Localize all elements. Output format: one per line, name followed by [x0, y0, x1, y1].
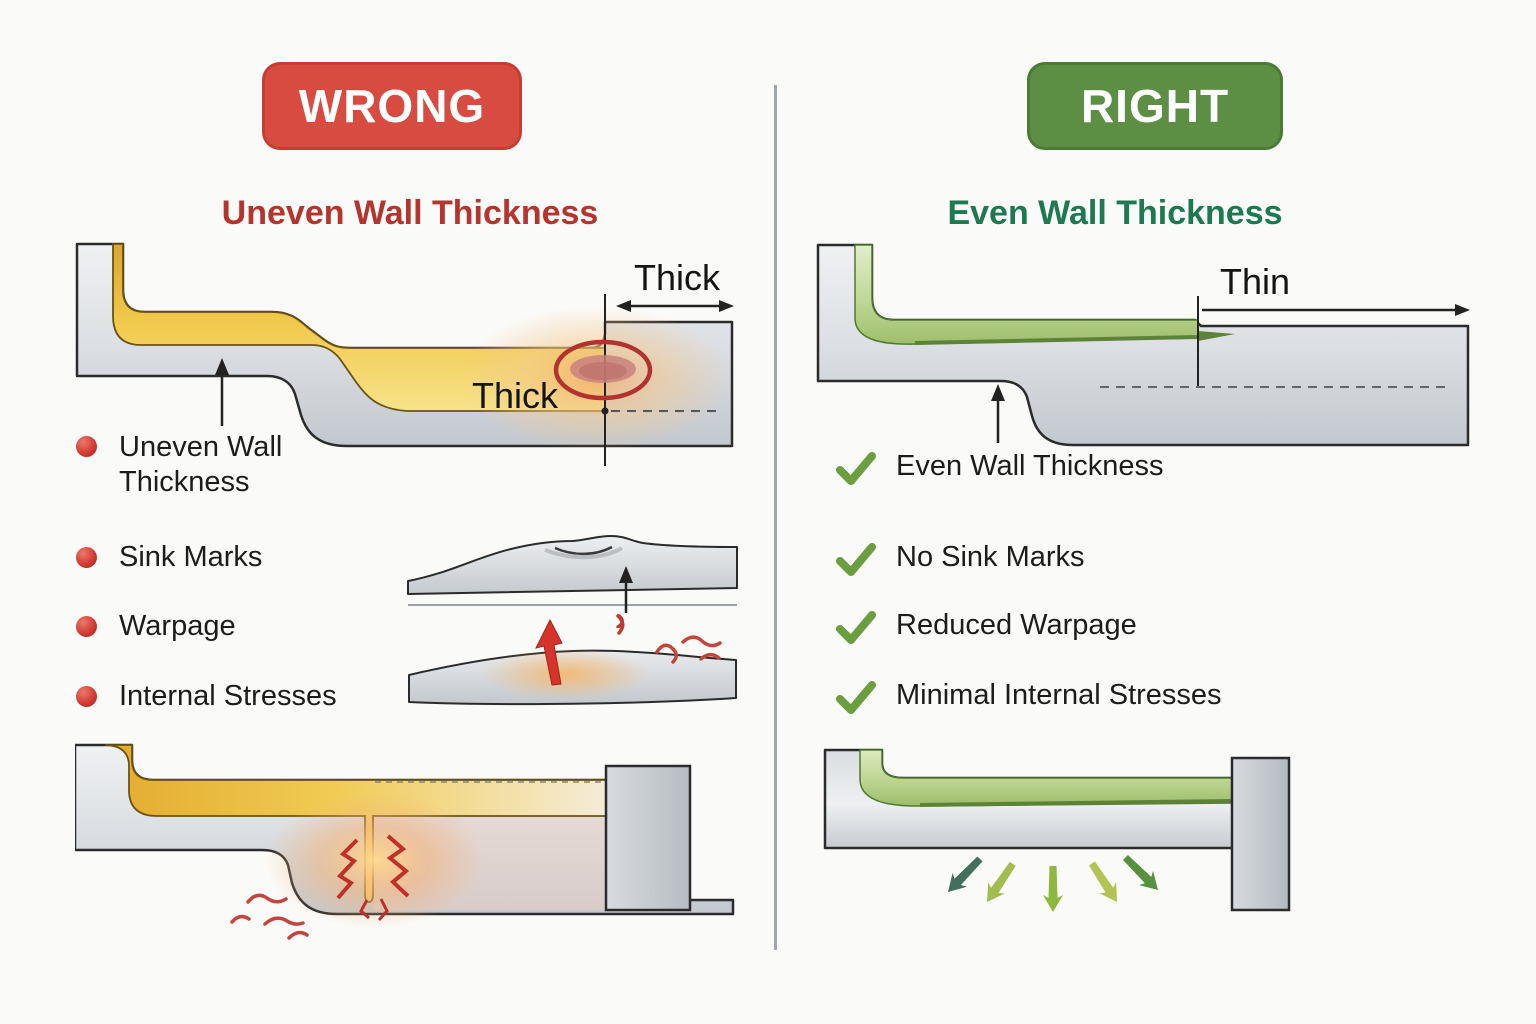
wall-bottom-edge — [914, 335, 1199, 345]
benefit-item: Minimal Internal Stresses — [836, 679, 1222, 715]
benefit-label: No Sink Marks — [896, 541, 1085, 573]
stress-squiggle-icon — [655, 643, 678, 664]
stress-glow — [265, 792, 485, 928]
cooling-arrow-icon — [1043, 866, 1063, 912]
arrowhead-left-icon — [616, 300, 631, 312]
stress-squiggle-icon — [246, 893, 288, 904]
defect-highlight-circle — [553, 339, 653, 401]
benefit-label: Minimal Internal Stresses — [896, 679, 1222, 711]
benefit-label: Even Wall Thickness — [896, 450, 1164, 482]
arrowhead-right-icon — [719, 300, 734, 312]
wall-edge-tail — [1198, 331, 1235, 341]
wrong-badge: WRONG — [262, 62, 522, 150]
cooling-arrow-icon — [948, 856, 983, 892]
cooling-arrow-icon — [1122, 854, 1158, 890]
even-molten-wall — [859, 749, 1234, 807]
crack-icon — [359, 899, 370, 920]
crack-icon — [377, 898, 389, 921]
red-bullet-icon — [76, 547, 97, 568]
check-icon — [836, 452, 876, 485]
sink-arrowhead-icon — [619, 566, 633, 583]
crack-icon — [336, 838, 359, 900]
sink-mark-diagram — [407, 535, 738, 628]
right-badge: RIGHT — [1027, 62, 1283, 150]
issue-item: Uneven Wall Thickness — [76, 430, 359, 501]
stress-squiggle-icon — [681, 635, 722, 648]
mold-block — [1230, 756, 1291, 912]
cooling-arrow-icon — [987, 861, 1016, 902]
callout-arrowhead-icon — [215, 358, 229, 375]
warp-glow — [480, 648, 650, 700]
internal-stress-diagram — [75, 743, 735, 940]
issue-label: Uneven Wall Thickness — [119, 431, 283, 499]
arrowhead-right-icon — [1455, 304, 1470, 316]
red-bullet-icon — [76, 686, 97, 707]
stress-squiggle-icon — [263, 916, 305, 926]
benefit-item: No Sink Marks — [836, 541, 1085, 577]
red-bullet-icon — [76, 436, 97, 457]
sink-crease — [554, 545, 613, 556]
check-icon — [836, 543, 876, 576]
warpage-diagram — [408, 614, 737, 706]
issue-label: Internal Stresses — [119, 680, 337, 712]
cooling-arrow-icon — [1089, 861, 1117, 902]
even-wall-diagram: Thin — [816, 243, 1470, 447]
center-divider — [774, 85, 777, 950]
uneven-wall-diagram: Thick Thick — [75, 242, 734, 466]
benefit-item: Reduced Warpage — [836, 609, 1137, 645]
thick-label-mid: Thick — [472, 375, 559, 416]
issue-item: Sink Marks — [76, 541, 262, 574]
issue-label: Warpage — [119, 610, 236, 642]
even-molten-wall — [854, 244, 1199, 345]
benefit-item: Even Wall Thickness — [836, 450, 1164, 486]
stress-squiggle-icon — [230, 914, 251, 924]
stress-squiggle-icon — [699, 653, 721, 661]
slab-with-sink — [407, 535, 738, 595]
warp-arrow-icon — [535, 618, 563, 686]
issue-item: Internal Stresses — [76, 680, 337, 713]
check-icon — [836, 611, 876, 644]
mold-block — [604, 764, 692, 912]
issue-item: Warpage — [76, 610, 236, 643]
right-panel-title: Even Wall Thickness — [947, 194, 1283, 232]
thin-label: Thin — [1220, 261, 1290, 302]
even-cooling-diagram — [823, 748, 1291, 912]
stress-mark-icon — [616, 614, 625, 635]
wrong-panel-title: Uneven Wall Thickness — [221, 194, 599, 232]
sink-shadow — [544, 546, 623, 560]
reference-dot — [601, 407, 609, 415]
part-body — [816, 243, 1470, 447]
callout-arrowhead-icon — [991, 384, 1005, 401]
check-icon — [836, 681, 876, 714]
red-bullet-icon — [76, 616, 97, 637]
wall-bottom-edge — [919, 799, 1234, 807]
issue-label: Sink Marks — [119, 541, 263, 573]
thick-label-top: Thick — [634, 257, 721, 298]
benefit-label: Reduced Warpage — [896, 609, 1137, 641]
crack-icon — [386, 834, 410, 898]
shrink-void-core — [579, 362, 627, 380]
stress-squiggle-icon — [287, 930, 309, 940]
